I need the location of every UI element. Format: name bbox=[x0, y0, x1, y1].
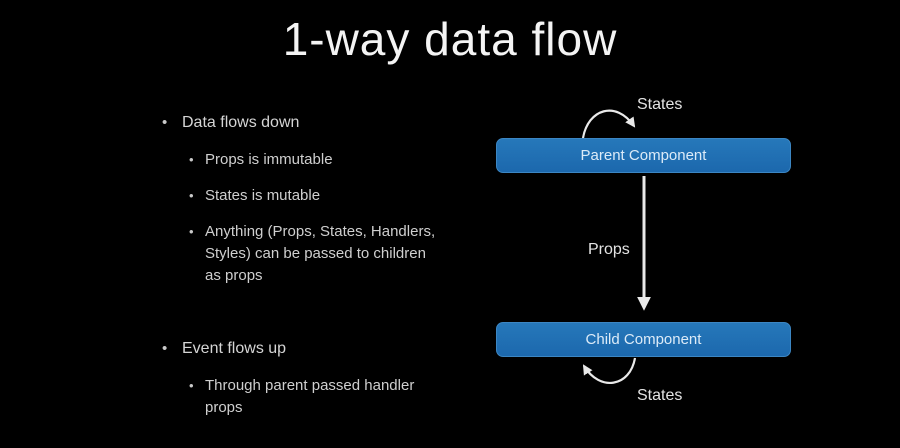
bullet-item-handler-props: • Through parent passed handler props bbox=[189, 375, 421, 419]
parent-component-label: Parent Component bbox=[580, 147, 707, 164]
bullet-item-props-immutable: • Props is immutable bbox=[189, 149, 333, 171]
slide-title: 1-way data flow bbox=[282, 13, 618, 65]
parent-component-box: Parent Component bbox=[496, 138, 791, 173]
child-component-label: Child Component bbox=[585, 331, 702, 348]
bullet-label: Data flows down bbox=[182, 114, 300, 131]
child-states-label: States bbox=[637, 387, 683, 404]
bullet-item-event-flows-up: • Event flows up bbox=[162, 339, 286, 359]
child-states-loop-arrow bbox=[582, 357, 637, 384]
bullet-dot-icon: • bbox=[189, 188, 194, 203]
child-component-box: Child Component bbox=[496, 322, 791, 357]
bullet-dot-icon: • bbox=[189, 378, 194, 393]
bullet-dot-icon: • bbox=[162, 340, 168, 357]
bullet-label: States is mutable bbox=[205, 187, 321, 204]
bullet-dot-icon: • bbox=[162, 114, 168, 131]
bullet-item-data-flows-down: • Data flows down bbox=[162, 113, 299, 133]
bullet-item-states-mutable: • States is mutable bbox=[189, 185, 320, 207]
bullet-dot-icon: • bbox=[189, 224, 194, 239]
parent-states-label: States bbox=[637, 96, 683, 113]
bullet-dot-icon: • bbox=[189, 152, 194, 167]
bullet-label: Through parent passed handler props bbox=[205, 377, 415, 416]
bullet-item-anything-passed: • Anything (Props, States, Handlers, Sty… bbox=[189, 221, 441, 287]
bullet-label: Anything (Props, States, Handlers, Style… bbox=[205, 223, 436, 284]
bullet-label: Props is immutable bbox=[205, 151, 333, 168]
bullet-label: Event flows up bbox=[182, 340, 287, 357]
props-arrow-label: Props bbox=[588, 241, 630, 258]
parent-states-loop-arrow bbox=[581, 109, 636, 139]
